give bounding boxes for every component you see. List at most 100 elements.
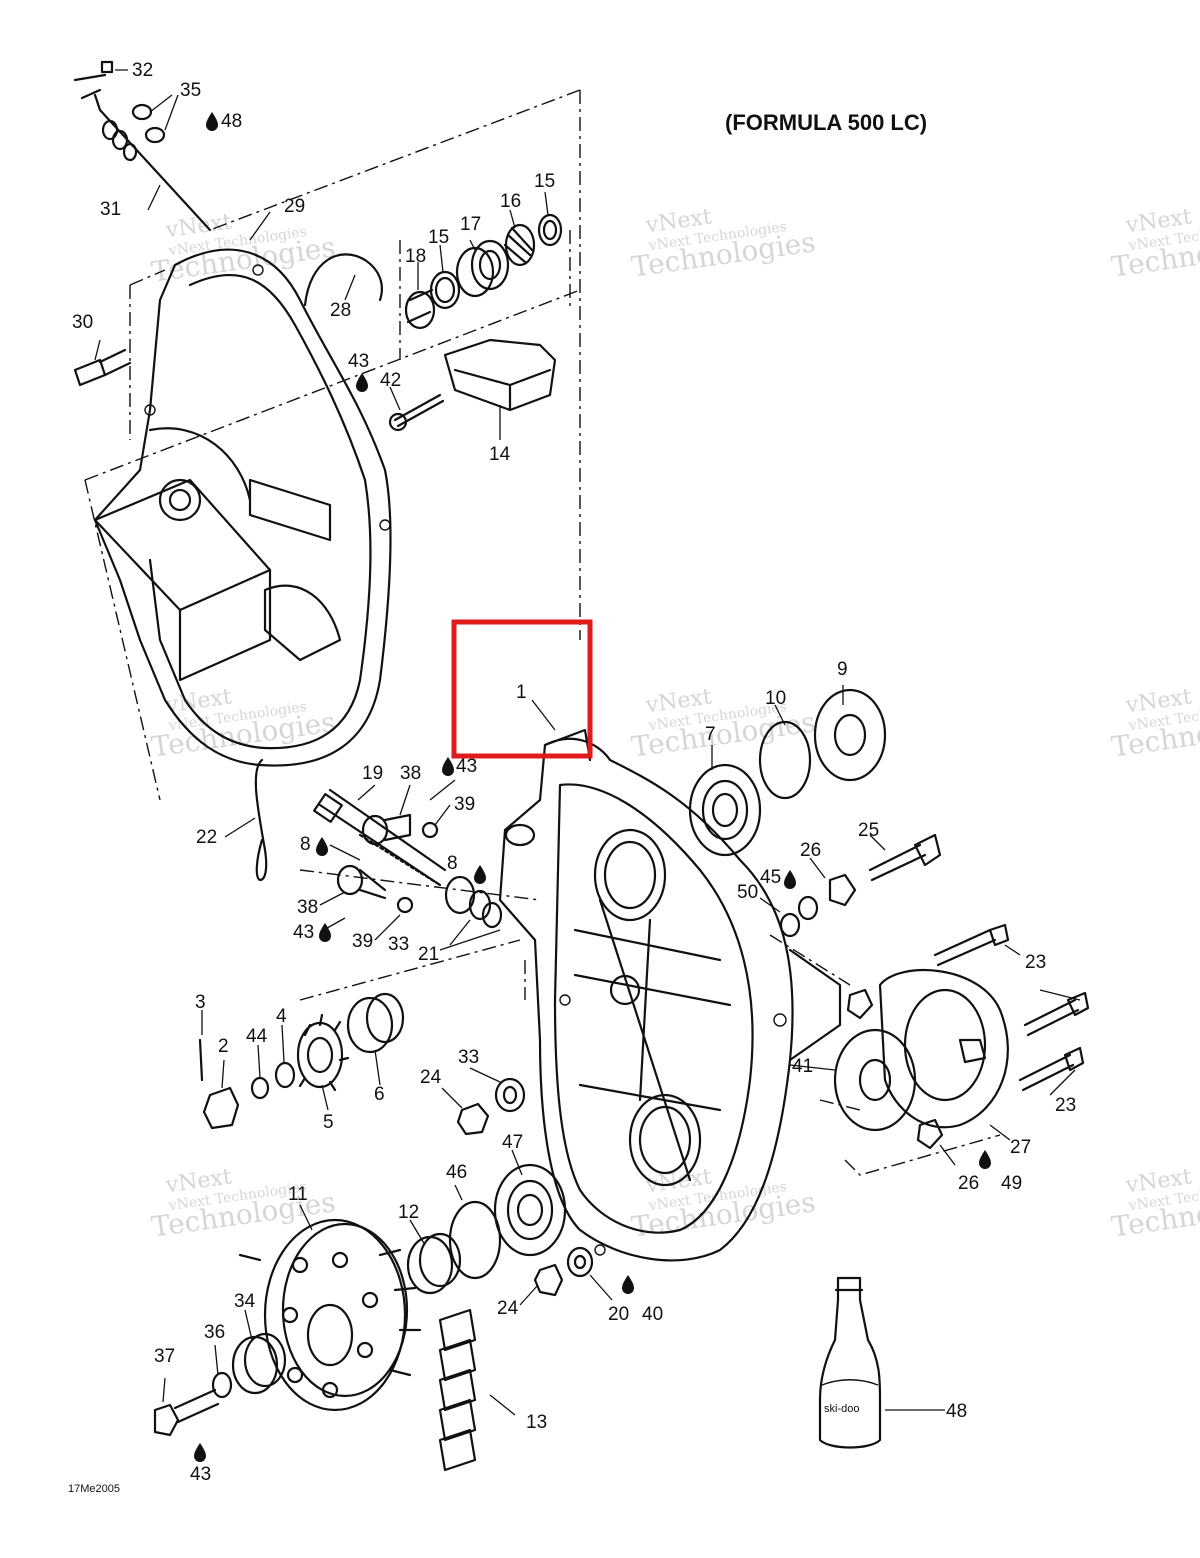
chaincase-cover <box>93 248 392 767</box>
leader-lines <box>94 69 1081 1416</box>
callout-12: 12 <box>398 1202 419 1223</box>
drop-icon <box>622 1275 634 1294</box>
callout-45: 45 <box>760 867 781 888</box>
callout-21: 21 <box>418 944 439 965</box>
tensioner-group <box>313 788 503 929</box>
drop-icon <box>206 112 218 131</box>
drop-icon <box>442 757 454 776</box>
callout-18: 18 <box>405 246 426 267</box>
callout-15: 15 <box>428 227 449 248</box>
highlight-box-part-1 <box>451 619 593 759</box>
watermark: vNext vNext Technologies Technologies <box>629 1164 817 1243</box>
lower-bearing-group <box>406 1163 567 1295</box>
part-42-screw <box>393 393 445 428</box>
drop-icon <box>316 837 328 856</box>
callout-35: 35 <box>180 80 201 101</box>
callout-8: 8 <box>300 834 311 855</box>
diagram-title: (FORMULA 500 LC) <box>725 110 927 135</box>
watermark: vNext vNext Technologies Technologies <box>1109 684 1200 763</box>
part-28-cable <box>303 253 383 307</box>
part-48-bottle: ski-doo <box>818 1276 882 1449</box>
lower-nut-group <box>533 1246 594 1297</box>
callout-44: 44 <box>246 1026 268 1047</box>
assembly-lines <box>84 89 1001 1176</box>
callout-34: 34 <box>234 1291 256 1312</box>
drop-icon <box>784 870 796 889</box>
bottle-label: ski-doo <box>824 1403 859 1415</box>
callout-6: 6 <box>374 1084 385 1105</box>
callout-7: 7 <box>705 724 716 745</box>
callout-24: 24 <box>497 1298 519 1319</box>
callout-8: 8 <box>447 853 458 874</box>
part-30-bolt <box>73 348 132 387</box>
callout-33: 33 <box>388 934 409 955</box>
part-31-rod <box>73 60 212 232</box>
drive-sprocket-group <box>198 992 405 1130</box>
callout-3: 3 <box>195 992 206 1013</box>
bearing-cover-group <box>833 923 1090 1150</box>
callout-9: 9 <box>837 659 848 680</box>
callout-15: 15 <box>534 171 555 192</box>
watermark: vNext vNext Technologies Technologies <box>1109 204 1200 283</box>
callout-23: 23 <box>1055 1095 1076 1116</box>
callout-numbers: 32 35 48 31 29 30 28 18 15 17 16 15 43 4… <box>72 60 1076 1485</box>
right-hardware-upper <box>779 833 942 938</box>
callout-14: 14 <box>489 444 511 465</box>
callout-19: 19 <box>362 763 383 784</box>
callout-39: 39 <box>454 794 475 815</box>
drop-icon <box>979 1150 991 1169</box>
callout-41: 41 <box>792 1056 813 1077</box>
drop-icon <box>194 1443 206 1462</box>
callout-48: 48 <box>221 111 242 132</box>
callout-40: 40 <box>642 1304 663 1325</box>
watermark: vNext vNext Technologies Technologies <box>149 684 337 763</box>
chaincase-housing <box>498 728 842 1262</box>
callout-46: 46 <box>446 1162 467 1183</box>
callout-32: 32 <box>132 60 153 81</box>
callout-33: 33 <box>458 1047 479 1068</box>
callout-26: 26 <box>958 1173 979 1194</box>
callout-13: 13 <box>526 1412 547 1433</box>
callout-16: 16 <box>500 191 521 212</box>
callout-4: 4 <box>276 1006 287 1027</box>
callout-48: 48 <box>946 1401 967 1422</box>
part-22-pin <box>254 758 268 882</box>
middle-nut-group <box>456 1077 526 1136</box>
drop-icon <box>319 923 331 942</box>
callout-42: 42 <box>380 370 401 391</box>
callout-43: 43 <box>348 351 369 372</box>
drop-icon <box>356 373 368 392</box>
callout-22: 22 <box>196 827 217 848</box>
watermarks: vNext vNext Technologies Technologies vN… <box>149 204 1200 1243</box>
callout-50: 50 <box>737 882 758 903</box>
callout-5: 5 <box>323 1112 334 1133</box>
callout-23: 23 <box>1025 952 1046 973</box>
callout-11: 11 <box>288 1184 308 1205</box>
callout-17: 17 <box>460 214 481 235</box>
upper-bearing-group <box>688 688 887 857</box>
part-13-chain <box>438 1308 477 1472</box>
callout-27: 27 <box>1010 1137 1031 1158</box>
callout-25: 25 <box>858 820 879 841</box>
callout-43: 43 <box>456 756 477 777</box>
callout-39: 39 <box>352 931 373 952</box>
callout-38: 38 <box>297 897 318 918</box>
callout-36: 36 <box>204 1322 225 1343</box>
lower-bolt-group <box>153 1332 287 1437</box>
callout-37: 37 <box>154 1346 175 1367</box>
callout-49: 49 <box>1001 1173 1022 1194</box>
callout-24: 24 <box>420 1067 442 1088</box>
callout-20: 20 <box>608 1304 629 1325</box>
callout-47: 47 <box>502 1132 523 1153</box>
part-11-sprocket <box>238 1218 422 1412</box>
callout-31: 31 <box>100 199 121 220</box>
callout-1: 1 <box>516 682 527 703</box>
drop-icon <box>474 865 486 884</box>
upper-shaft-parts <box>404 213 563 330</box>
callout-30: 30 <box>72 312 93 333</box>
callout-26: 26 <box>800 840 821 861</box>
watermark: vNext vNext Technologies Technologies <box>629 204 817 283</box>
watermark: vNext vNext Technologies Technologies <box>149 1164 337 1243</box>
oil-drop-markers <box>194 112 991 1462</box>
